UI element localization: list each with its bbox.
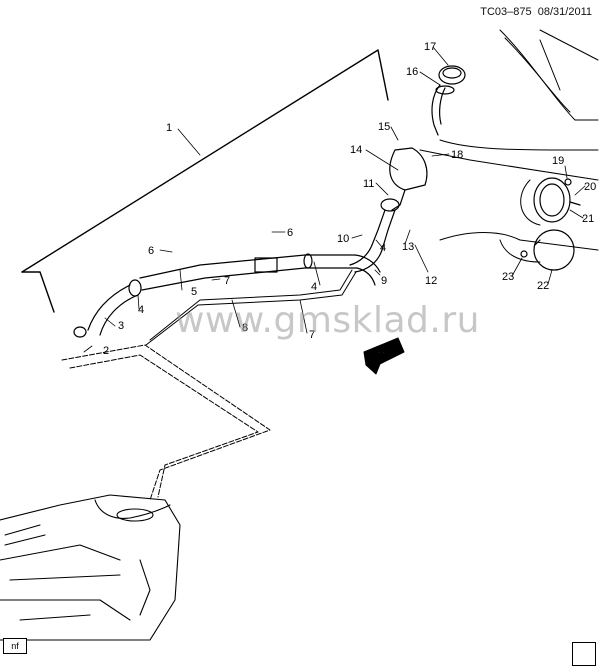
callout-19: 19 xyxy=(552,155,564,167)
callout-13: 13 xyxy=(402,241,414,253)
callout-18: 18 xyxy=(451,149,463,161)
callout-12: 12 xyxy=(425,275,437,287)
callout-3: 3 xyxy=(118,320,124,332)
corner-label: nf xyxy=(3,638,27,654)
filler-neck xyxy=(349,147,428,273)
callout-1: 1 xyxy=(166,122,172,134)
callout-10: 10 xyxy=(337,233,349,245)
callout-20: 20 xyxy=(584,181,596,193)
callout-6-b: 6 xyxy=(287,227,293,239)
callout-15: 15 xyxy=(378,121,390,133)
callout-4-b: 4 xyxy=(311,281,317,293)
corner-logo-icon xyxy=(572,642,596,666)
callout-9: 9 xyxy=(381,275,387,287)
callout-2: 2 xyxy=(103,345,109,357)
callout-4-a: 4 xyxy=(138,304,144,316)
callout-14: 14 xyxy=(350,144,362,156)
callout-22: 22 xyxy=(537,280,549,292)
callout-7-a: 7 xyxy=(224,275,230,287)
callout-21: 21 xyxy=(582,213,594,225)
callout-23: 23 xyxy=(502,271,514,283)
fuel-cap xyxy=(431,65,466,136)
callout-4-c: 4 xyxy=(380,242,386,254)
watermark: www.gmsklad.ru xyxy=(175,300,480,341)
front-direction-arrow: FRT xyxy=(363,337,405,375)
vehicle-body-outline xyxy=(419,29,599,263)
diagram-header: TC03–875 08/31/2011 xyxy=(480,6,592,18)
callout-5: 5 xyxy=(191,286,197,298)
diagram-date: 08/31/2011 xyxy=(537,6,592,18)
callout-11: 11 xyxy=(363,178,374,190)
fill-hose xyxy=(139,253,381,291)
diagram-code: TC03–875 xyxy=(480,6,532,18)
callout-6-a: 6 xyxy=(148,245,154,257)
callout-labels: 1 2 3 4 4 4 5 6 6 7 7 8 9 10 11 12 13 14… xyxy=(103,41,596,357)
callout-8: 8 xyxy=(242,322,248,334)
callout-7-b: 7 xyxy=(309,329,315,341)
callout-16: 16 xyxy=(406,66,418,78)
leader-lines xyxy=(83,46,586,353)
callout-17: 17 xyxy=(424,41,436,53)
front-label: FRT xyxy=(378,350,392,357)
routing-path xyxy=(61,344,271,501)
lower-hose xyxy=(73,279,142,338)
fuel-door xyxy=(520,177,581,271)
fuel-tank xyxy=(0,494,181,641)
assembly-bracket xyxy=(21,49,389,313)
